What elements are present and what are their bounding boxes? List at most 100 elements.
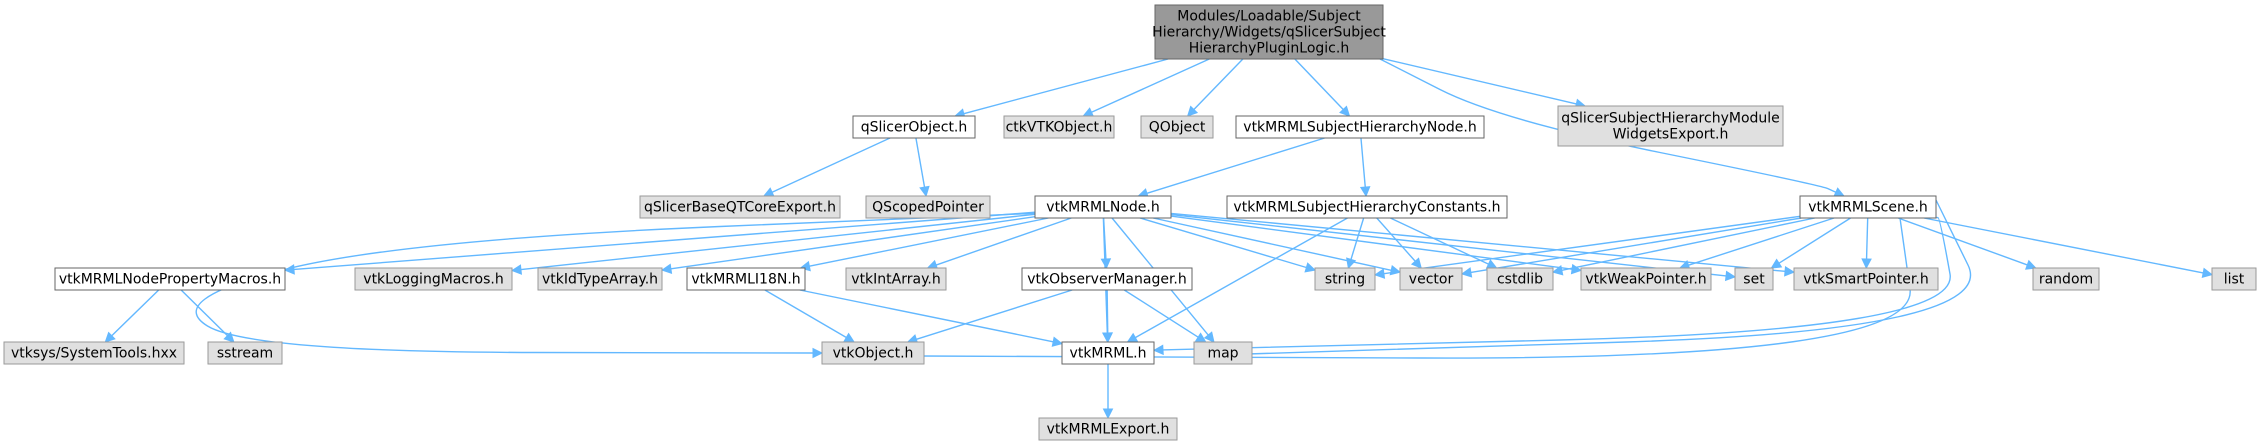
arrowhead-vtkMRMLI18N-to-vtkMRML xyxy=(1051,336,1064,347)
node-box xyxy=(207,341,283,365)
node-box xyxy=(821,341,925,365)
node-label: vtkMRMLScene.h xyxy=(1808,200,1928,216)
edge-root-to-vtkMRMLSubjectHierarchyNode xyxy=(1294,58,1344,110)
edge-vtkMRMLI18N-to-vtkMRML xyxy=(799,289,1054,343)
node-sstream: sstream xyxy=(207,341,283,365)
arrowhead-vtkMRMLScene-to-vtkSmartPointer xyxy=(1861,258,1872,270)
node-box xyxy=(1314,267,1376,291)
node-ctkVTKObject: ctkVTKObject.h xyxy=(1003,115,1115,139)
node-box xyxy=(1034,195,1172,219)
edge-vtkMRMLScene-to-vtkSmartPointer xyxy=(1865,217,1869,260)
edge-vtkObserverManager-to-map xyxy=(1123,289,1199,338)
node-vtkMRMLSubjectHierarchyConstants[interactable]: vtkMRMLSubjectHierarchyConstants.h xyxy=(1226,195,1508,219)
node-vtkSmartPointer: vtkSmartPointer.h xyxy=(1793,267,1939,291)
node-box xyxy=(1799,195,1937,219)
node-label: vtkObject.h xyxy=(833,346,914,362)
node-label: QScopedPointer xyxy=(872,200,984,216)
node-label: vtkIntArray.h xyxy=(851,272,940,288)
node-vtkMRMLI18N[interactable]: vtkMRMLI18N.h xyxy=(686,267,806,291)
node-map: map xyxy=(1193,341,1253,365)
node-label: ctkVTKObject.h xyxy=(1006,120,1113,136)
edge-vtkMRMLNode-to-vtkIdTypeArray xyxy=(670,216,1036,270)
node-label: vtkMRMLNodePropertyMacros.h xyxy=(59,272,281,288)
node-box xyxy=(1235,115,1485,139)
node-vtkMRMLExport: vtkMRMLExport.h xyxy=(1038,417,1178,441)
node-label: vtkMRMLNode.h xyxy=(1046,200,1159,216)
edge-vtkMRMLNode-to-vtkLoggingMacros xyxy=(520,213,1036,271)
node-label: Hierarchy/Widgets/qSlicerSubject xyxy=(1152,25,1386,41)
node-vtkLoggingMacros: vtkLoggingMacros.h xyxy=(354,267,513,291)
node-box xyxy=(354,267,513,291)
node-qSlicerObject[interactable]: qSlicerObject.h xyxy=(852,115,976,139)
node-vtkObject: vtkObject.h xyxy=(821,341,925,365)
node-box xyxy=(2032,267,2100,291)
arrowhead-vtkMRMLSubjectHierarchyConstants-to-vtkMRML xyxy=(1126,332,1139,343)
node-box xyxy=(1021,267,1193,291)
edge-vtkMRMLSubjectHierarchyConstants-to-string xyxy=(1350,217,1365,260)
node-label: set xyxy=(1743,272,1765,288)
node-vtkMRML[interactable]: vtkMRML.h xyxy=(1061,341,1155,365)
arrowhead-vtkMRMLNodePropertyMacros-to-sstream xyxy=(223,331,235,343)
edge-vtkMRMLScene-to-random xyxy=(1898,217,2028,266)
arrowhead-vtkMRMLNode-to-vtkObject xyxy=(812,347,824,359)
node-label: HierarchyPluginLogic.h xyxy=(1189,41,1349,57)
node-label: sstream xyxy=(217,346,273,362)
node-vtkObserverManager[interactable]: vtkObserverManager.h xyxy=(1021,267,1193,291)
node-vtkMRMLSubjectHierarchyNode[interactable]: vtkMRMLSubjectHierarchyNode.h xyxy=(1235,115,1485,139)
node-label: map xyxy=(1207,346,1238,362)
node-box xyxy=(1486,267,1554,291)
node-label: Modules/Loadable/Subject xyxy=(1177,9,1361,25)
node-vtksysSystemTools: vtksys/SystemTools.hxx xyxy=(3,341,185,365)
arrowhead-vtkMRMLSubjectHierarchyConstants-to-string xyxy=(1346,257,1357,270)
arrowhead-vtkMRMLI18N-to-vtkObject xyxy=(843,332,856,343)
node-vtkMRMLScene[interactable]: vtkMRMLScene.h xyxy=(1799,195,1937,219)
arrowhead-vtkMRMLNode-to-vtkObserverManager xyxy=(1100,258,1112,270)
node-box xyxy=(1038,417,1178,441)
node-vtkMRMLNode[interactable]: vtkMRMLNode.h xyxy=(1034,195,1172,219)
edge-vtkMRMLSubjectHierarchyConstants-to-vector xyxy=(1376,217,1416,262)
node-label: vtksys/SystemTools.hxx xyxy=(11,346,177,362)
arrowhead-vtkMRMLScene-to-list xyxy=(2201,267,2214,279)
node-QObject: QObject xyxy=(1140,115,1214,139)
node-label: vtkIdTypeArray.h xyxy=(542,272,658,288)
node-box xyxy=(1226,195,1508,219)
edge-vtkMRMLNode-to-vtkWeakPointer xyxy=(1170,215,1573,270)
node-vtkWeakPointer: vtkWeakPointer.h xyxy=(1580,267,1712,291)
edge-vtkMRMLNodePropertyMacros-to-sstream xyxy=(180,289,228,337)
node-string: string xyxy=(1314,267,1376,291)
node-box xyxy=(686,267,806,291)
edge-vtkMRMLScene-to-vtkWeakPointer xyxy=(1688,217,1835,266)
node-box xyxy=(3,341,185,365)
edge-root-to-qSlicerSHMWExport xyxy=(1382,58,1577,105)
arrowhead-root-to-vtkMRMLScene xyxy=(1833,187,1846,197)
edge-root-to-qSlicerObject xyxy=(963,58,1169,115)
arrowhead-qSlicerObject-to-QScopedPointer xyxy=(919,185,930,198)
arrowhead-vtkMRMLScene-to-set xyxy=(1770,258,1783,269)
node-box xyxy=(865,195,991,219)
node-label: vtkSmartPointer.h xyxy=(1803,272,1928,288)
arrowhead-vtkMRMLSubjectHierarchyNode-to-vtkMRMLSubjectHierarchyConstants xyxy=(1359,186,1371,198)
edge-root-to-QObject xyxy=(1193,58,1244,111)
node-label: vtkLoggingMacros.h xyxy=(363,272,503,288)
edge-vtkMRMLSubjectHierarchyConstants-to-vtkMRML xyxy=(1135,217,1348,339)
node-label: vtkWeakPointer.h xyxy=(1585,272,1706,288)
node-label: random xyxy=(2039,272,2093,288)
node-vtkIdTypeArray: vtkIdTypeArray.h xyxy=(537,267,663,291)
arrowhead-root-to-QObject xyxy=(1186,105,1199,117)
edge-vtkMRMLNode-to-string xyxy=(1139,217,1307,269)
node-box xyxy=(2211,267,2257,291)
node-box xyxy=(1140,115,1214,139)
node-label: vtkMRMLI18N.h xyxy=(691,272,800,288)
node-root: Modules/Loadable/SubjectHierarchy/Widget… xyxy=(1152,4,1386,60)
node-label: list xyxy=(2224,272,2245,288)
node-list: list xyxy=(2211,267,2257,291)
node-box xyxy=(1061,341,1155,365)
node-box xyxy=(1557,105,1784,147)
node-vtkMRMLNodePropertyMacros[interactable]: vtkMRMLNodePropertyMacros.h xyxy=(54,267,286,291)
node-label: vtkMRML.h xyxy=(1070,346,1147,362)
node-label: qSlicerObject.h xyxy=(861,120,968,136)
edge-vtkMRMLScene-to-list xyxy=(1923,217,2204,274)
arrowhead-root-to-ctkVTKObject xyxy=(1082,107,1095,117)
arrowhead-vtkMRMLScene-to-vtkMRML xyxy=(1152,344,1164,356)
